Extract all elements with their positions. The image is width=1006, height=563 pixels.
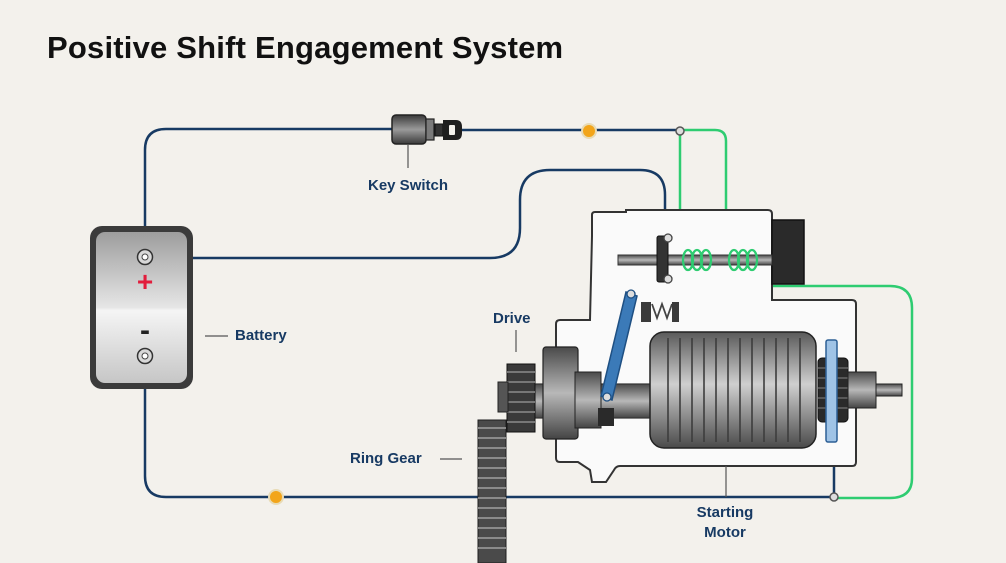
fuse-upper xyxy=(581,123,597,139)
shift-lever xyxy=(598,289,638,426)
solenoid-coils xyxy=(681,248,759,272)
battery-label: Battery xyxy=(235,327,287,344)
return-spring xyxy=(641,301,679,322)
starting-motor-label: Starting Motor xyxy=(684,503,766,543)
starting-motor-label-line1: Starting xyxy=(696,504,754,521)
plunger-rod xyxy=(617,254,773,266)
key-switch-icon xyxy=(391,114,462,145)
starting-motor-label-line2: Motor xyxy=(704,524,746,541)
drive-pinion-gear xyxy=(497,363,536,433)
ring-gear-label: Ring Gear xyxy=(350,450,422,467)
positive-terminal-sign: + xyxy=(137,266,153,297)
solenoid-contact xyxy=(656,235,669,283)
armature xyxy=(649,331,817,449)
ground-node xyxy=(829,492,839,502)
junction-node xyxy=(675,126,685,136)
drive-label: Drive xyxy=(493,310,531,327)
ring-gear xyxy=(477,419,507,563)
battery-icon xyxy=(90,226,193,389)
fuse-lower xyxy=(268,489,284,505)
brush xyxy=(825,339,838,443)
key-switch-label: Key Switch xyxy=(368,177,449,194)
negative-terminal-sign: - xyxy=(140,314,150,347)
page-title: Positive Shift Engagement System xyxy=(47,30,564,65)
drive-shaft xyxy=(531,346,663,440)
